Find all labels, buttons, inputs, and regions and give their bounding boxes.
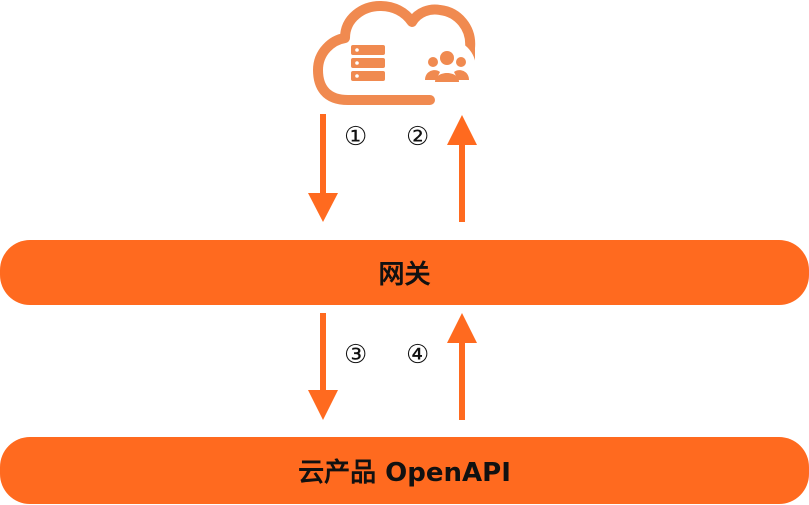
arrow-up-icon	[447, 313, 477, 420]
step-2-label: ②	[406, 122, 430, 152]
arrow-up-icon	[447, 115, 477, 222]
step-1-label: ①	[344, 122, 368, 152]
gateway-bar: 网关	[0, 240, 809, 305]
gateway-label: 网关	[378, 260, 431, 290]
step-3-label: ③	[344, 340, 368, 370]
arrow-down-icon	[308, 313, 338, 420]
step-4-label: ④	[406, 340, 430, 370]
arrow-down-icon	[308, 114, 338, 222]
openapi-bar: 云产品 OpenAPI	[0, 437, 809, 504]
server-icon	[351, 45, 385, 81]
users-icon	[418, 39, 476, 97]
openapi-label: 云产品 OpenAPI	[298, 458, 511, 488]
